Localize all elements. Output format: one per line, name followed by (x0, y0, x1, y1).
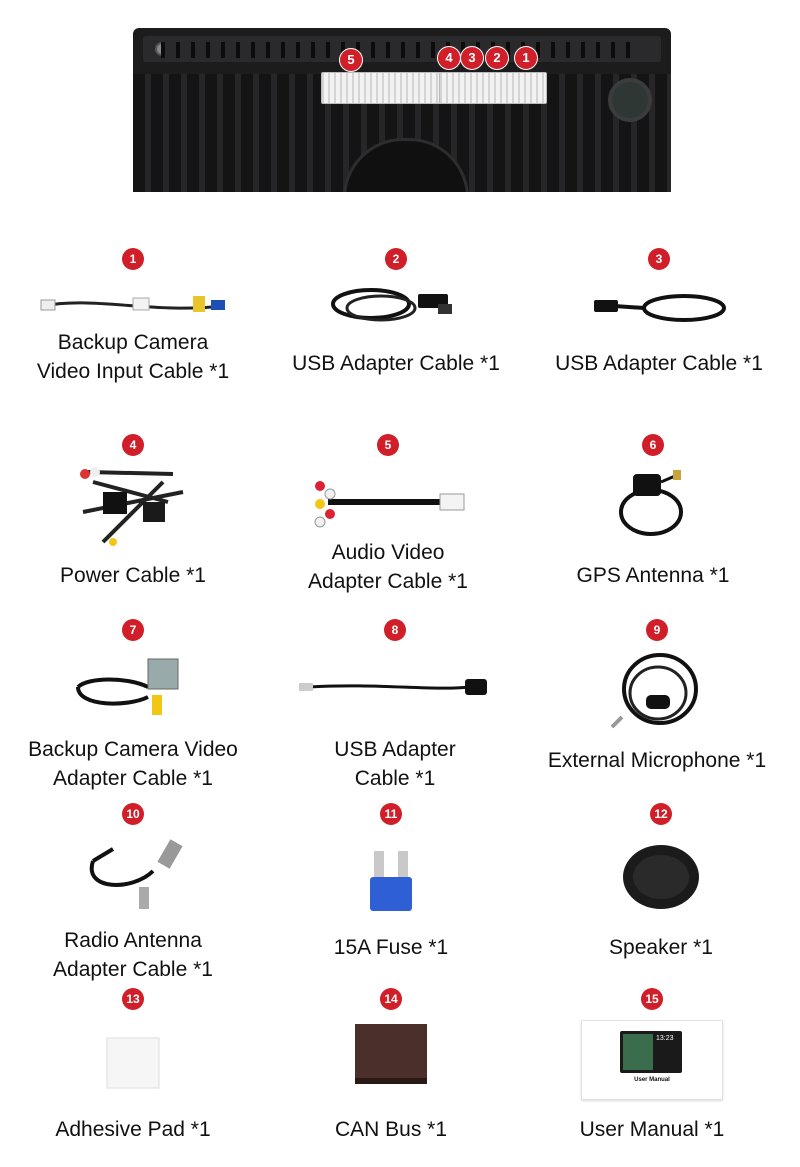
manual-screen-clock: 13:23 (656, 1035, 674, 1042)
wiring-harness-icon (2, 462, 264, 552)
item-number: 15 (641, 988, 663, 1010)
callout-badge-3: 3 (461, 47, 483, 69)
connector-5 (321, 72, 449, 104)
connector-1-4 (439, 72, 547, 104)
manual-caption: User Manual (634, 1077, 670, 1083)
item-number: 14 (380, 988, 402, 1010)
item-label: Backup Camera Video Input Cable *1 (36, 331, 230, 383)
item-label: GPS Antenna *1 (576, 564, 730, 587)
antenna-adapter-icon (2, 831, 264, 921)
manual-screen-thumbnail: 13:23 (620, 1031, 682, 1073)
item-number: 6 (642, 434, 664, 456)
item-number: 8 (384, 619, 406, 641)
usb-adapter-cable-icon (264, 659, 526, 749)
item-number: 7 (122, 619, 144, 641)
adhesive-pad-icon (2, 1036, 264, 1126)
rca-cable-icon (2, 276, 264, 366)
item-number: 1 (122, 248, 144, 270)
item-label: Audio Video Adapter Cable *1 (308, 541, 468, 593)
item-number: 3 (648, 248, 670, 270)
item-number: 9 (646, 619, 668, 641)
item-number: 13 (122, 988, 144, 1010)
item-number: 11 (380, 803, 402, 825)
user-manual-icon: 13:23 User Manual (521, 1020, 783, 1110)
item-label: External Microphone *1 (547, 749, 767, 772)
av-rca-harness-icon (257, 472, 519, 562)
fuse-icon (260, 847, 522, 937)
item-label: Power Cable *1 (60, 564, 206, 587)
callout-badge-2: 2 (486, 47, 508, 69)
item-number: 10 (122, 803, 144, 825)
vent-slots (161, 42, 641, 58)
usb-cable-coil-icon (528, 276, 790, 366)
item-label: 15A Fuse *1 (333, 936, 449, 959)
item-number: 12 (650, 803, 672, 825)
item-number: 4 (122, 434, 144, 456)
item-label: User Manual *1 (579, 1118, 725, 1141)
microphone-icon (526, 647, 788, 737)
item-label: USB Adapter Cable *1 (292, 352, 500, 375)
round-port-icon (608, 78, 652, 122)
head-unit-rear-image (133, 28, 671, 192)
camera-adapter-cable-icon (2, 647, 264, 737)
item-number: 2 (385, 248, 407, 270)
callout-badge-5: 5 (340, 49, 362, 71)
gps-antenna-icon (522, 462, 784, 552)
callout-badge-4: 4 (438, 47, 460, 69)
usb-cable-coil-icon (265, 276, 527, 366)
speaker-icon (530, 843, 792, 933)
item-number: 5 (377, 434, 399, 456)
item-label: Radio Antenna Adapter Cable *1 (53, 929, 213, 981)
item-label: Adhesive Pad *1 (55, 1118, 211, 1141)
callout-badge-1: 1 (515, 47, 537, 69)
can-bus-box-icon (260, 1022, 522, 1112)
item-label: USB Adapter Cable *1 (334, 738, 456, 790)
item-label: USB Adapter Cable *1 (555, 352, 763, 375)
item-label: Speaker *1 (609, 936, 713, 959)
item-label: Backup Camera Video Adapter Cable *1 (28, 738, 238, 790)
item-label: CAN Bus *1 (334, 1118, 448, 1141)
